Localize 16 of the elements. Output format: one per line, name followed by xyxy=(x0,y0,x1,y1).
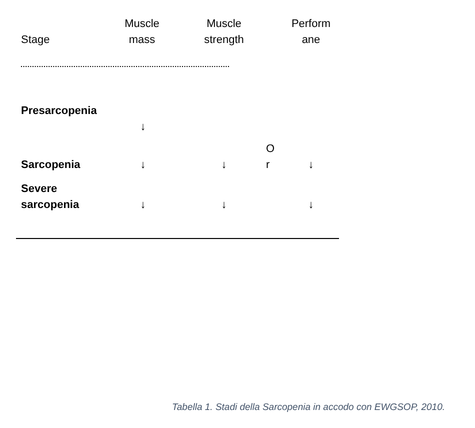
row-header: Severe sarcopenia xyxy=(21,182,80,213)
row-header: Sarcopenia xyxy=(21,158,82,173)
table-note: Or xyxy=(266,142,275,173)
column-header: Muscle mass xyxy=(124,17,160,48)
down-arrow: ↓ xyxy=(307,158,315,173)
column-header: Stage xyxy=(21,33,51,48)
column-header: Muscle strength xyxy=(203,17,245,48)
down-arrow: ↓ xyxy=(220,158,228,173)
down-arrow: ↓ xyxy=(220,198,228,213)
down-arrow: ↓ xyxy=(139,158,147,173)
row-header: Presarcopenia xyxy=(21,104,97,119)
down-arrow: ↓ xyxy=(139,120,147,135)
table-caption: Tabella 1. Stadi della Sarcopenia in accodo con EWGSOP, 2010. xyxy=(172,402,445,413)
column-header: Performane xyxy=(290,17,332,48)
down-arrow: ↓ xyxy=(139,198,147,213)
down-arrow: ↓ xyxy=(307,198,315,213)
